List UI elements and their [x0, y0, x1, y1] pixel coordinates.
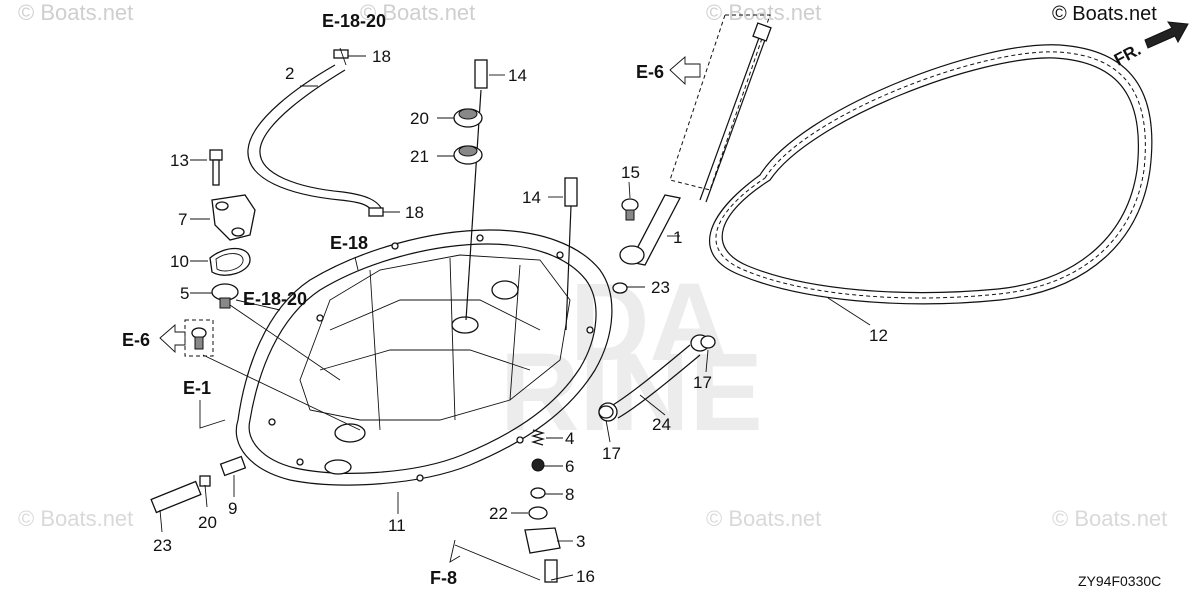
ref-label-f8[interactable]: F-8: [430, 568, 457, 588]
part-label-13[interactable]: 13: [170, 151, 189, 170]
ref-label-e6-top[interactable]: E-6: [636, 62, 664, 82]
part-label-14a[interactable]: 14: [508, 66, 527, 85]
bolt-16: [544, 559, 558, 583]
arrow-e1: [199, 400, 226, 429]
part-label-10[interactable]: 10: [170, 252, 189, 271]
watermark-top-left: © Boats.net: [18, 0, 133, 25]
part-label-2[interactable]: 2: [285, 64, 294, 83]
small-parts: [150, 49, 716, 583]
bolt-15: [621, 198, 639, 212]
part-label-8[interactable]: 8: [565, 485, 574, 504]
part-label-21[interactable]: 22: [489, 504, 508, 523]
bolt-13-head: [209, 149, 223, 161]
oil-case-part-11: [235, 229, 613, 486]
part-label-17a[interactable]: 17: [693, 373, 712, 392]
stud-14b: [564, 177, 578, 207]
front-direction-arrow: FR.: [1111, 21, 1189, 70]
diagram-code: ZY94F0330C: [1078, 573, 1161, 589]
ref-label-e18[interactable]: E-18: [330, 233, 368, 253]
stud-14a: [474, 59, 488, 89]
arrow-e6-top: [669, 56, 701, 86]
clip-18b: [368, 207, 384, 217]
bolt-13-shank: [212, 159, 220, 186]
part-label-3[interactable]: 3: [576, 532, 585, 551]
reference-arrows: [159, 56, 701, 581]
watermark-top-right: © Boats.net: [706, 0, 821, 25]
reference-labels: E-18-20 E-18 E-18-20 E-6 E-6 E-1 F-8: [122, 11, 664, 588]
direction-arrow-icon: [1144, 21, 1189, 49]
part-label-4[interactable]: 4: [565, 429, 574, 448]
plug-box: [184, 319, 214, 357]
fitting-9: [219, 455, 247, 477]
part-number-labels: 2 18 13 7 18 10 5 14 20 21 14 15 1 23 12…: [153, 47, 888, 586]
part-label-15[interactable]: 15: [621, 163, 640, 182]
direction-label: FR.: [1111, 40, 1144, 70]
arrow-e6-left: [159, 324, 186, 354]
part-label-23[interactable]: 23: [153, 536, 172, 555]
watermark-bottom-right: © Boats.net: [1052, 506, 1167, 531]
part-label-24[interactable]: 24: [652, 415, 671, 434]
part-label-22[interactable]: 23: [651, 278, 670, 297]
clamp-17b: [598, 405, 614, 419]
part-label-6[interactable]: 6: [565, 457, 574, 476]
watermark-bottom-middle: © Boats.net: [706, 506, 821, 531]
hose-23: [150, 480, 202, 514]
ref-label-e6-left[interactable]: E-6: [122, 330, 150, 350]
part-label-9[interactable]: 9: [228, 499, 237, 518]
ref-label-e18-20-mid[interactable]: E-18-20: [243, 289, 307, 309]
part-label-18b[interactable]: 18: [405, 203, 424, 222]
washer-22: [612, 282, 628, 294]
clip-18c: [199, 475, 211, 487]
valve-3: [524, 527, 561, 554]
part-label-1[interactable]: 1: [673, 228, 682, 247]
check-ball-6: [531, 458, 545, 472]
part-label-17b[interactable]: 17: [602, 444, 621, 463]
part-label-7[interactable]: 7: [178, 210, 187, 229]
part-label-5[interactable]: 5: [180, 284, 189, 303]
ref-label-e18-20-top[interactable]: E-18-20: [322, 11, 386, 31]
watermarks: © Boats.net © Boats.net © Boats.net © Bo…: [18, 0, 1167, 531]
watermark-top-middle: © Boats.net: [360, 0, 475, 25]
washer-8: [530, 487, 546, 499]
clamp-17a: [700, 335, 716, 349]
arrow-f8: [449, 539, 461, 563]
watermark-bottom-left: © Boats.net: [18, 506, 133, 531]
part-label-20a[interactable]: 20: [410, 109, 429, 128]
spring-4: [530, 429, 546, 446]
dipstick-part-1: [619, 14, 772, 266]
hose-part-2: [247, 64, 383, 213]
ref-label-e1[interactable]: E-1: [183, 378, 211, 398]
ghost-text-line1: DA: [570, 261, 729, 384]
part-label-14b[interactable]: 14: [522, 188, 541, 207]
background-ghost-text: DA RINE: [500, 261, 763, 454]
gasket-part-12: [709, 44, 1153, 305]
oring-21: [528, 506, 548, 520]
part-label-20b[interactable]: 21: [410, 147, 429, 166]
part-label-11[interactable]: 11: [388, 516, 406, 535]
part-label-18a[interactable]: 18: [372, 47, 391, 66]
leader-lines: [159, 47, 871, 581]
copyright-notice: © Boats.net: [1052, 3, 1157, 25]
part-label-16[interactable]: 16: [576, 567, 595, 586]
part-label-18c[interactable]: 20: [198, 513, 217, 532]
part-label-12[interactable]: 12: [869, 326, 888, 345]
